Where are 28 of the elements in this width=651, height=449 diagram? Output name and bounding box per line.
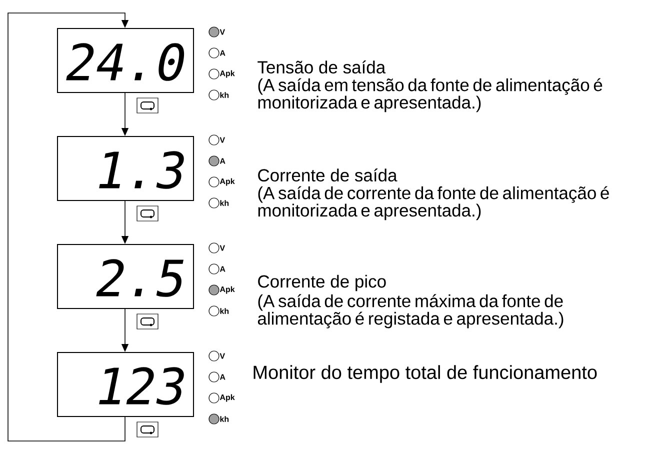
indicator-label: kh (220, 200, 229, 206)
description-text: (A saída de corrente máxima da fonte de alimentação é registada e apresentada.) (258, 294, 564, 328)
description-heading: Corrente de saída (258, 168, 398, 182)
indicator-label: A (220, 374, 226, 380)
indicator-label: Apk (220, 286, 235, 294)
indicator-label: kh (220, 92, 229, 98)
display-box: 123 (57, 352, 194, 417)
description: Monitor do tempo total de funcionamento (254, 365, 597, 383)
indicator-label: Apk (220, 178, 235, 186)
description-heading: Corrente de pico (258, 274, 386, 292)
display-box: 2.5 (57, 244, 194, 309)
display-box: 1.3 (57, 136, 194, 201)
indicator-label: kh (220, 416, 229, 422)
indicator-label: Apk (220, 394, 235, 402)
display-box: 24.0 (57, 28, 194, 93)
indicator-label: A (220, 158, 226, 164)
arrow (8, 12, 129, 442)
description-text: (A saída em tensão da fonte de alimentação é monitorizada e apresentada.) (258, 78, 602, 112)
description-text: (A saída de corrente da fonte de alimentação é monitorizada e apresentada.) (258, 186, 609, 220)
indicator-label: A (220, 266, 226, 272)
indicator-label: A (220, 50, 226, 56)
indicator-label: V (220, 245, 225, 251)
indicator-label: V (220, 353, 225, 359)
indicator-label: Apk (220, 70, 235, 78)
description-heading: Tensão de saída (258, 60, 386, 74)
indicator-label: kh (220, 308, 229, 314)
indicator-label: V (220, 29, 225, 35)
indicator-label: V (220, 137, 225, 143)
